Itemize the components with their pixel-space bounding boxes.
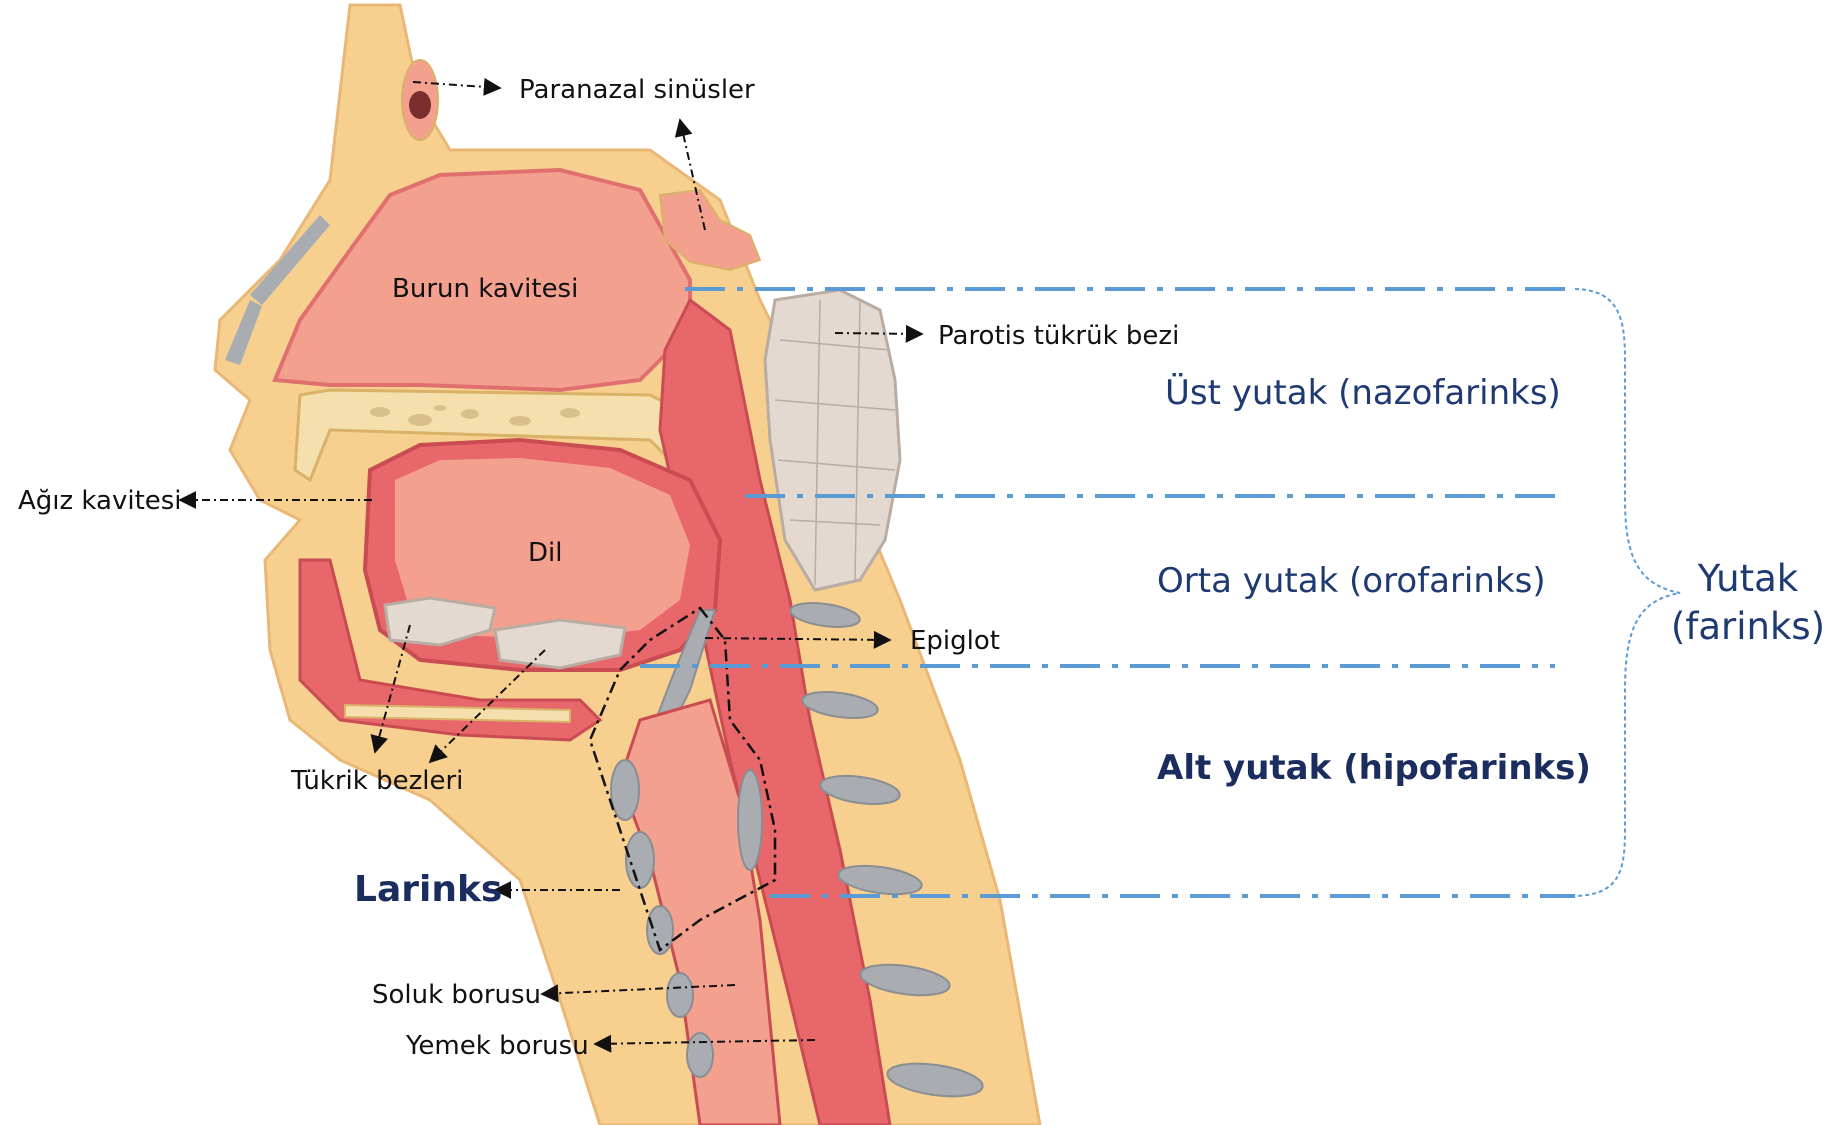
frontal-sinus-dark xyxy=(409,91,431,119)
salivary-gland-2 xyxy=(493,618,627,670)
sphenoid-sinus xyxy=(658,188,762,272)
pointer-soluk xyxy=(540,984,736,1003)
label-epiglottis: Epiglot xyxy=(910,626,1000,656)
pointer-epiglot xyxy=(704,630,892,649)
label-parotid-gland: Parotis tükrük bezi xyxy=(938,321,1180,351)
vertebrae xyxy=(789,602,984,1098)
tongue-highlight xyxy=(395,458,690,640)
label-pharynx: Yutak (farinks) xyxy=(1668,555,1828,651)
label-trachea: Soluk borusu xyxy=(372,980,542,1010)
label-pharynx-line1: Yutak xyxy=(1697,557,1799,600)
pointer-yemek xyxy=(593,1034,816,1053)
label-oral-cavity: Ağız kavitesi xyxy=(18,486,182,516)
lower-jaw xyxy=(298,558,603,742)
salivary-gland-1 xyxy=(383,596,497,647)
pointer-paranasal xyxy=(412,77,502,96)
larynx-outline xyxy=(588,606,777,953)
label-esophagus: Yemek borusu xyxy=(406,1031,589,1061)
label-larynx: Larinks xyxy=(354,869,503,910)
region-oropharynx: Orta yutak (orofarinks) xyxy=(1157,561,1546,601)
farinks-brace xyxy=(1574,288,1681,897)
pointer-tukrik-2 xyxy=(428,649,546,764)
pointer-tukrik-1 xyxy=(370,624,411,754)
label-nasal-cavity: Burun kavitesi xyxy=(392,274,579,304)
label-pharynx-line2: (farinks) xyxy=(1670,605,1826,649)
palate-bone-texture xyxy=(370,405,580,426)
pointer-sphenoid xyxy=(674,118,706,231)
region-hypopharynx: Alt yutak (hipofarinks) xyxy=(1157,748,1591,788)
pointer-parotis xyxy=(834,324,924,343)
jaw-bone xyxy=(344,703,571,724)
region-dividers xyxy=(640,287,1575,898)
nasal-cartilage xyxy=(225,215,330,365)
parotid-gland xyxy=(763,288,902,592)
label-paranasal-sinuses: Paranazal sinüsler xyxy=(519,75,755,105)
pointer-lines xyxy=(178,77,924,1053)
label-tongue: Dil xyxy=(528,538,563,568)
label-salivary-glands: Tükrik bezleri xyxy=(291,766,464,796)
region-nasopharynx: Üst yutak (nazofarinks) xyxy=(1165,373,1561,413)
parotid-texture xyxy=(774,299,896,586)
